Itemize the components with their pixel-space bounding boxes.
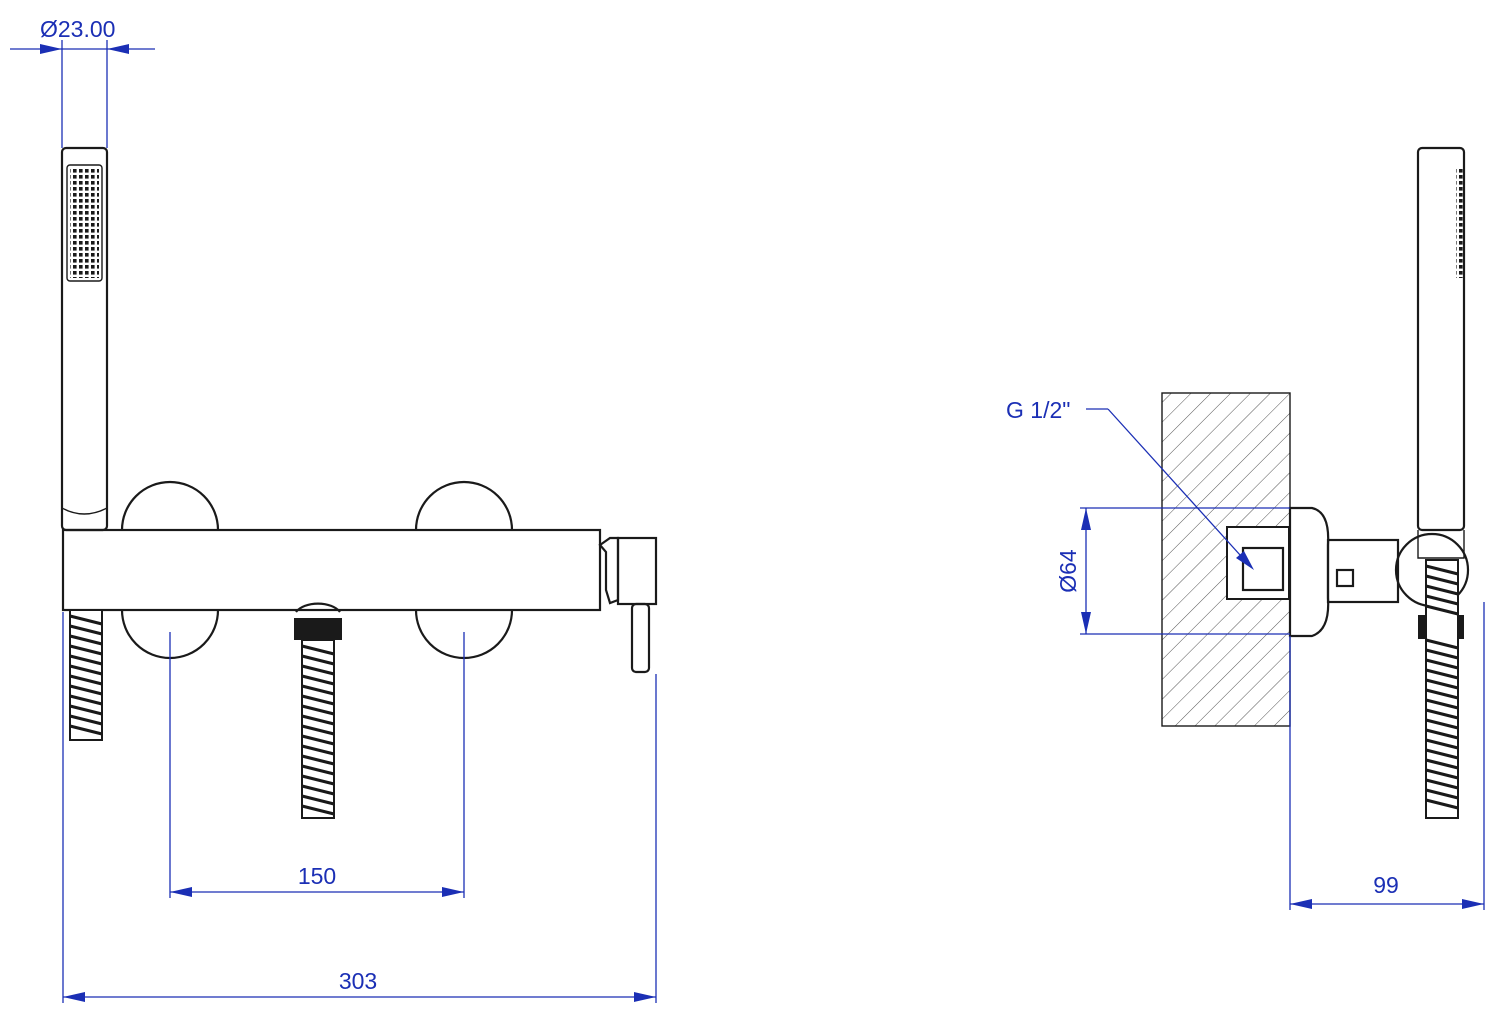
lever-handle bbox=[598, 536, 658, 674]
wall-flange-right bbox=[414, 480, 514, 660]
dimension-label-connection-thread: G 1/2" bbox=[1006, 397, 1070, 423]
dimension-label-flange-diameter: Ø64 bbox=[1055, 549, 1081, 593]
dimension-projection-depth: 99 bbox=[1289, 602, 1485, 910]
dimension-flange-diameter: Ø64 bbox=[1055, 507, 1290, 635]
wall-flange-left bbox=[120, 480, 220, 660]
hose-side bbox=[1425, 559, 1459, 819]
dimension-label-projection-depth: 99 bbox=[1373, 872, 1399, 898]
front-view: Ø23.00 150 303 bbox=[10, 16, 658, 1003]
dimension-inlet-spacing: 150 bbox=[169, 632, 465, 898]
dimension-label-inlet-spacing: 150 bbox=[298, 863, 336, 889]
hose-left bbox=[69, 609, 103, 741]
dimension-label-overall-width: 303 bbox=[339, 968, 377, 994]
hose-center bbox=[301, 639, 335, 819]
dimension-connection-thread: G 1/2" bbox=[1006, 397, 1254, 570]
side-flange bbox=[1288, 506, 1400, 638]
dimension-overall-width: 303 bbox=[62, 612, 657, 1003]
hand-shower-front bbox=[60, 146, 109, 532]
mixer-body bbox=[61, 528, 602, 612]
side-view: G 1/2" Ø64 99 bbox=[1006, 146, 1485, 910]
hose-outlet-connector bbox=[294, 602, 342, 640]
dimension-handshower-diameter: Ø23.00 bbox=[10, 16, 155, 148]
wall-section bbox=[1161, 392, 1291, 727]
dimension-label-handshower-diameter: Ø23.00 bbox=[40, 16, 115, 42]
